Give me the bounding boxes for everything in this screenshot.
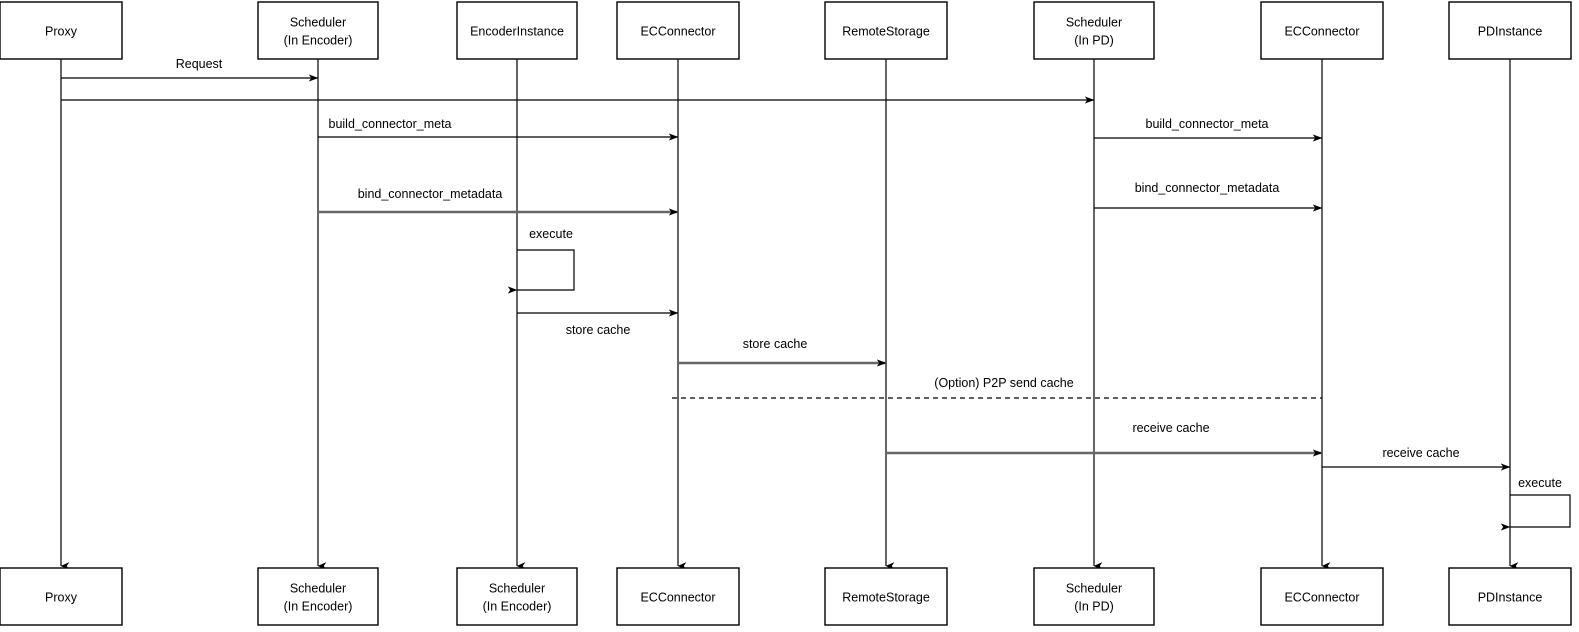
message-label: bind_connector_metadata <box>1135 181 1280 195</box>
message-label: Request <box>176 57 223 71</box>
participant-box[interactable] <box>257 1 379 60</box>
message-m8[interactable]: store cache <box>678 337 887 367</box>
participant-label-line1: Scheduler <box>290 582 346 596</box>
message-label: bind_connector_metadata <box>358 187 503 201</box>
participant-label-line1: EncoderInstance <box>470 25 564 39</box>
message-m4[interactable]: build_connector_meta <box>1094 117 1323 142</box>
participant-foot-sched_enc[interactable]: Scheduler (In Encoder) <box>257 567 379 626</box>
participant-box[interactable] <box>456 1 578 60</box>
self-call-s2[interactable]: execute <box>1500 476 1571 531</box>
participant-label-line2: (In Encoder) <box>284 600 353 614</box>
self-call-label: execute <box>1518 476 1562 490</box>
message-m5[interactable]: bind_connector_metadata <box>318 187 679 216</box>
participant-label-line1: Scheduler <box>290 16 346 30</box>
participant-label-line2: (In Encoder) <box>483 600 552 614</box>
participant-label-line1: Scheduler <box>1066 16 1122 30</box>
message-m11[interactable]: receive cache <box>1322 446 1511 471</box>
participant-boxes-top: Proxy Scheduler (In Encoder) EncoderInstanc… <box>0 1 1572 60</box>
participant-box[interactable] <box>1033 1 1155 60</box>
self-call-label: execute <box>529 227 573 241</box>
participant-head-encoder_inst[interactable]: EncoderInstance <box>456 1 578 60</box>
participant-box[interactable] <box>1448 567 1572 626</box>
participant-head-ec_conn_1[interactable]: ECConnector <box>616 1 740 60</box>
participant-foot-proxy[interactable]: Proxy <box>0 567 123 626</box>
messages-group: Request build_connector_meta build_connect… <box>61 57 1511 471</box>
participant-label-line1: PDInstance <box>1478 25 1543 39</box>
participant-label-line1: Proxy <box>45 25 78 39</box>
participant-foot-ec_conn_1[interactable]: ECConnector <box>616 567 740 626</box>
message-m10[interactable]: receive cache <box>886 421 1323 457</box>
participant-box[interactable] <box>824 567 948 626</box>
participant-foot-pd_inst[interactable]: PDInstance <box>1448 567 1572 626</box>
message-label: receive cache <box>1382 446 1459 460</box>
participant-box[interactable] <box>1033 567 1155 626</box>
participant-head-sched_pd[interactable]: Scheduler (In PD) <box>1033 1 1155 60</box>
participant-box[interactable] <box>1448 1 1572 60</box>
participant-foot-remote_store[interactable]: RemoteStorage <box>824 567 948 626</box>
participant-label-line2: (In PD) <box>1074 600 1114 614</box>
self-call-path <box>507 249 575 294</box>
participant-label-line1: ECConnector <box>640 25 715 39</box>
participant-head-ec_conn_2[interactable]: ECConnector <box>1260 1 1384 60</box>
message-m7[interactable]: store cache <box>517 309 679 337</box>
self-calls-group: execute execute <box>507 227 1571 531</box>
participant-foot-encoder_inst[interactable]: Scheduler (In Encoder) <box>456 567 578 626</box>
participant-label-line2: (In PD) <box>1074 34 1114 48</box>
participant-head-pd_inst[interactable]: PDInstance <box>1448 1 1572 60</box>
message-m1[interactable]: Request <box>61 57 319 82</box>
message-label: store cache <box>566 323 631 337</box>
participant-box[interactable] <box>0 1 123 60</box>
participant-label-line1: ECConnector <box>1284 25 1359 39</box>
participant-label-line1: RemoteStorage <box>842 591 930 605</box>
lifelines-group <box>60 59 1519 570</box>
participant-foot-ec_conn_2[interactable]: ECConnector <box>1260 567 1384 626</box>
participant-box[interactable] <box>1260 567 1384 626</box>
participant-label-line1: Scheduler <box>489 582 545 596</box>
participant-box[interactable] <box>456 567 578 626</box>
message-label: receive cache <box>1132 421 1209 435</box>
participant-head-remote_store[interactable]: RemoteStorage <box>824 1 948 60</box>
message-label: store cache <box>743 337 808 351</box>
participant-label-line1: Proxy <box>45 591 78 605</box>
participant-box[interactable] <box>616 1 740 60</box>
message-m6[interactable]: bind_connector_metadata <box>1094 181 1323 212</box>
participant-label-line1: PDInstance <box>1478 591 1543 605</box>
participant-boxes-bottom: Proxy Scheduler (In Encoder) Scheduler (In E… <box>0 567 1572 626</box>
participant-box[interactable] <box>616 567 740 626</box>
self-call-s1[interactable]: execute <box>507 227 575 294</box>
participant-label-line2: (In Encoder) <box>284 34 353 48</box>
participant-box[interactable] <box>257 567 379 626</box>
message-m9[interactable]: (Option) P2P send cache <box>672 376 1322 399</box>
participant-label-line1: ECConnector <box>1284 591 1359 605</box>
message-label: (Option) P2P send cache <box>934 376 1073 390</box>
participant-head-proxy[interactable]: Proxy <box>0 1 123 60</box>
participant-label-line1: Scheduler <box>1066 582 1122 596</box>
participant-head-sched_enc[interactable]: Scheduler (In Encoder) <box>257 1 379 60</box>
message-m3[interactable]: build_connector_meta <box>318 117 679 141</box>
message-label: build_connector_meta <box>329 117 452 131</box>
participant-label-line1: ECConnector <box>640 591 715 605</box>
participant-box[interactable] <box>0 567 123 626</box>
participant-foot-sched_pd[interactable]: Scheduler (In PD) <box>1033 567 1155 626</box>
message-label: build_connector_meta <box>1146 117 1269 131</box>
participant-box[interactable] <box>1260 1 1384 60</box>
participant-box[interactable] <box>824 1 948 60</box>
self-call-path <box>1500 494 1571 531</box>
participant-label-line1: RemoteStorage <box>842 25 930 39</box>
